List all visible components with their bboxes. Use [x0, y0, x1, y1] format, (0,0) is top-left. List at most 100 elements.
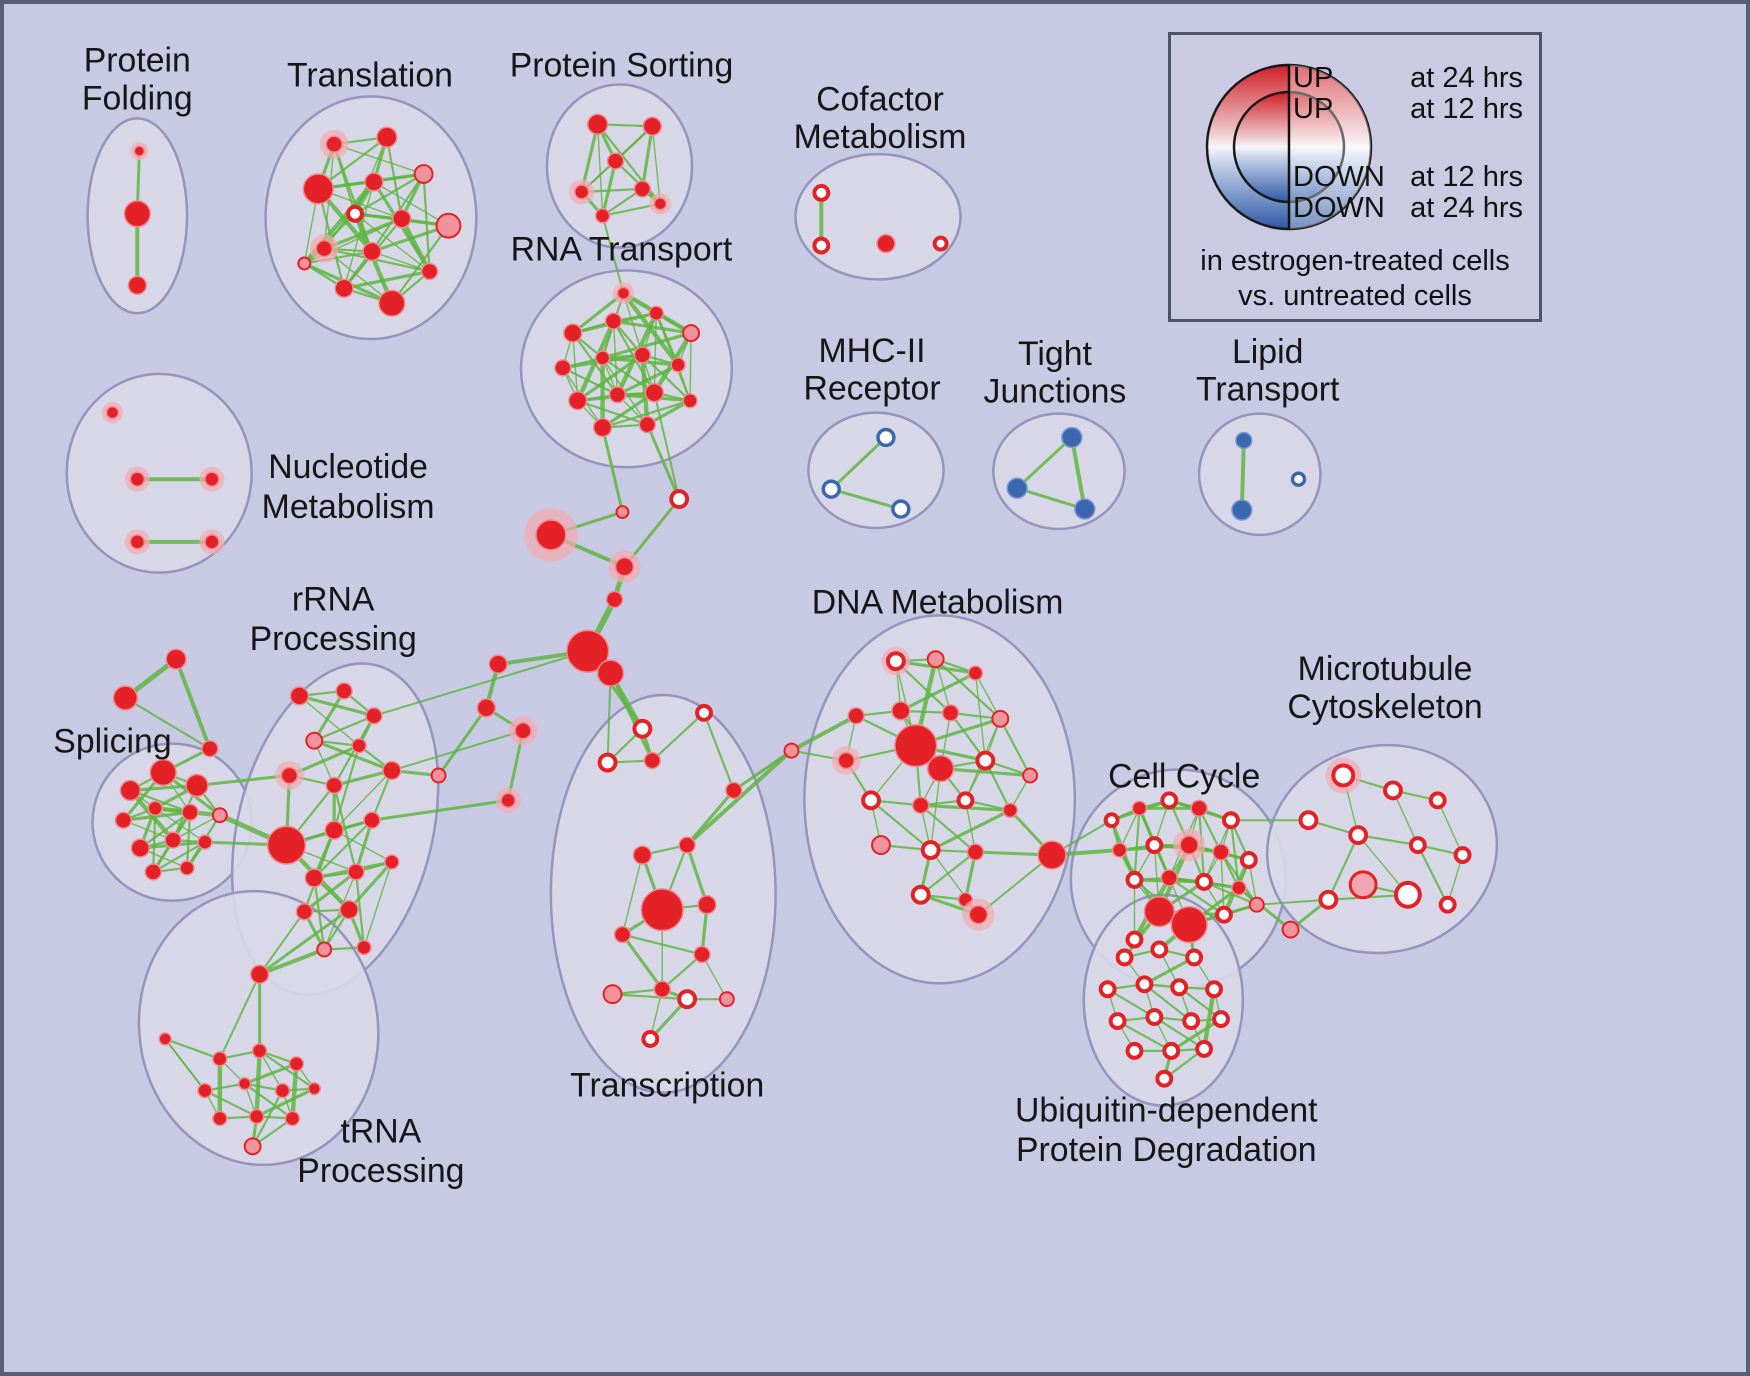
network-edge	[172, 814, 221, 841]
network-node-rt:11	[682, 392, 698, 409]
network-edge	[372, 650, 589, 717]
network-node-cc:5	[1111, 842, 1128, 858]
network-node-ub:5	[1170, 978, 1189, 997]
network-node-rr:2	[365, 707, 383, 725]
network-node-cm:1	[812, 236, 831, 255]
network-edge	[323, 247, 431, 273]
legend-row-up-12: UP at 12 hrs	[1293, 94, 1523, 124]
network-edge	[685, 843, 709, 907]
network-node-tn:12	[243, 1137, 262, 1156]
network-edge	[1169, 1017, 1223, 1053]
network-node-sp:3	[114, 811, 133, 829]
network-edge	[251, 1089, 284, 1148]
network-node-tc:12	[602, 984, 623, 1005]
network-node-cc:4	[1221, 811, 1240, 830]
network-edge	[243, 1062, 298, 1086]
network-edge	[347, 860, 394, 912]
network-edge	[218, 973, 261, 1060]
network-node-dm:5	[941, 704, 960, 722]
network-node-rt:7	[670, 357, 686, 373]
network-node-tr:11	[334, 278, 354, 299]
network-node-tr:2	[302, 173, 334, 205]
network-node-cm:2	[876, 233, 896, 254]
network-edge	[139, 811, 192, 850]
network-node-ps:3	[633, 180, 652, 198]
network-node-lt:2	[1290, 471, 1307, 487]
network-node-tn:10	[248, 1108, 265, 1125]
network-node-sp:4	[147, 800, 163, 817]
network-edge	[601, 426, 624, 514]
network-edge	[354, 818, 374, 874]
network-edge	[1237, 886, 1293, 932]
network-node-tn:2	[212, 1051, 228, 1067]
network-node-rr:6	[280, 766, 299, 785]
network-edge	[829, 435, 888, 491]
cluster-ellipse-rt	[519, 269, 734, 469]
network-edge	[353, 172, 425, 215]
network-node-ub:14	[1155, 1069, 1174, 1088]
network-node-tn:6	[237, 1076, 252, 1091]
legend-time-label: at 24 hrs	[1410, 62, 1523, 94]
network-edge	[370, 224, 451, 254]
network-edge	[164, 1037, 221, 1060]
network-node-rr:17	[356, 939, 372, 956]
network-node-dm:21	[968, 904, 989, 925]
network-edge	[829, 487, 903, 511]
network-edge	[363, 861, 393, 949]
network-node-rr:7	[325, 776, 343, 795]
network-node-cc:0	[1103, 812, 1120, 829]
network-node-sp:6	[130, 838, 150, 858]
network-node-tn:4	[288, 1056, 305, 1072]
network-node-dm:9	[926, 754, 955, 783]
network-node-tr:6	[392, 209, 412, 229]
network-node-tn:1	[158, 1032, 172, 1046]
network-node-ub:13	[1195, 1039, 1214, 1058]
network-node-dm:8	[894, 724, 938, 768]
network-node-tc:8	[697, 895, 717, 915]
network-edge	[255, 1087, 316, 1119]
network-node-tr:9	[362, 241, 382, 262]
network-node-ub:3	[1098, 980, 1117, 999]
network-edge	[601, 214, 625, 295]
network-node-ps:1	[642, 116, 662, 136]
network-node-mh:0	[876, 427, 896, 448]
network-node-bb:5	[566, 629, 610, 673]
network-node-rr:3	[305, 731, 324, 750]
network-node-ub:7	[1108, 1012, 1127, 1030]
network-edge	[370, 798, 510, 822]
network-node-rt:5	[594, 350, 611, 366]
network-edge	[399, 216, 432, 274]
cluster-label: Protein Sorting	[510, 47, 734, 85]
network-edge	[152, 807, 157, 874]
network-edge	[620, 932, 664, 991]
legend-row-up-24: UP at 24 hrs	[1293, 63, 1523, 93]
network-node-bb:13	[1037, 840, 1067, 870]
network-node-cc:2	[1160, 791, 1179, 810]
network-edge	[1437, 799, 1464, 856]
network-edge	[1392, 789, 1419, 846]
network-node-nm:4	[204, 534, 220, 550]
network-node-cc:10	[1125, 870, 1144, 889]
cluster-ellipse-tr	[264, 95, 478, 341]
network-node-nm:1	[129, 471, 146, 487]
cluster-ellipse-nm	[65, 372, 253, 574]
network-edge	[1416, 843, 1449, 906]
network-node-ub:0	[1115, 948, 1134, 967]
network-edge	[789, 713, 859, 753]
network-edge	[313, 714, 376, 742]
network-edge	[152, 841, 207, 874]
network-node-rt:9	[608, 386, 627, 404]
network-edge	[1118, 807, 1141, 851]
network-edge	[640, 124, 654, 191]
network-node-rt:10	[644, 383, 664, 403]
network-edge	[661, 953, 704, 991]
legend-time-label: at 12 hrs	[1410, 93, 1523, 125]
cluster-label: Translation	[287, 57, 453, 95]
network-edge	[561, 366, 619, 396]
